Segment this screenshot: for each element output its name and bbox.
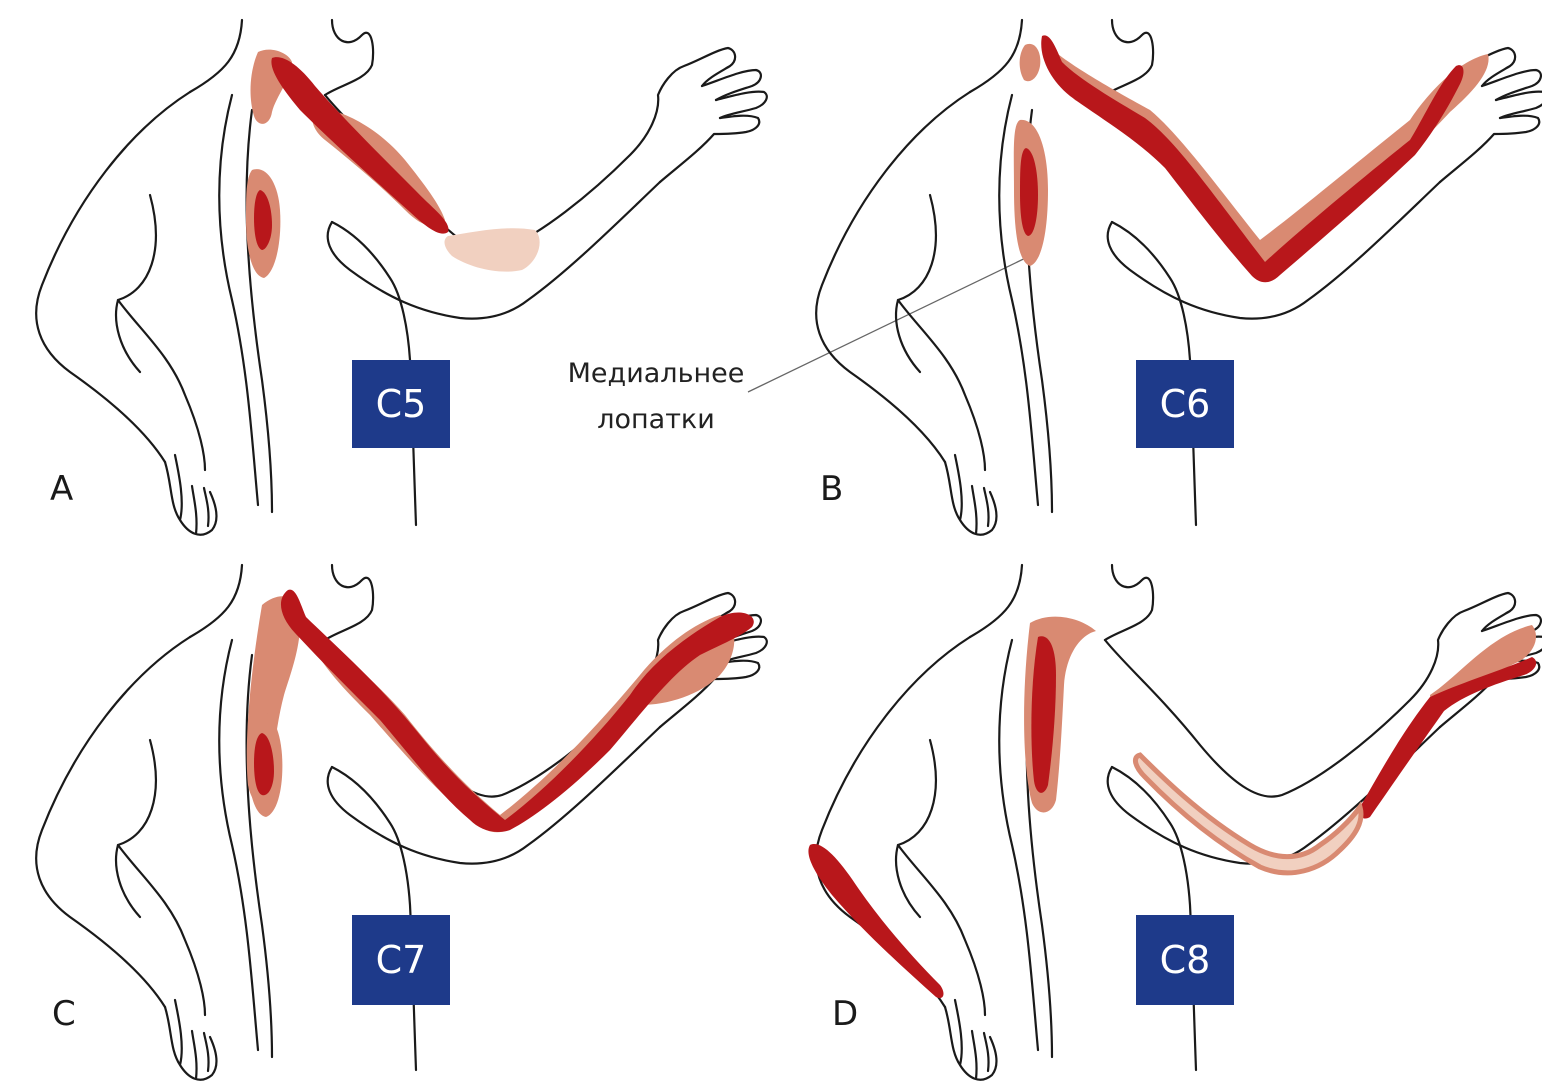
body-outline-a — [36, 20, 767, 535]
pain-region-dark-a-shoulder — [271, 57, 448, 233]
annotation-leader-line — [748, 253, 1036, 392]
annotation-line2: лопатки — [597, 404, 715, 435]
annotation-line1: Медиальнее — [568, 358, 745, 389]
panel-a: C5 A — [36, 20, 767, 535]
panel-letter-c: C — [52, 994, 76, 1034]
pain-region-light-c-arm — [300, 615, 734, 832]
pain-region-pale-d-forearm — [1135, 755, 1361, 873]
annotation-medial-scapula: Медиальнее лопатки — [568, 253, 1036, 435]
badge-c5-label: C5 — [376, 382, 427, 426]
panel-letter-b: B — [820, 469, 843, 509]
panel-letter-d: D — [832, 994, 858, 1034]
badge-c8-label: C8 — [1160, 938, 1211, 982]
panel-d: C8 D — [808, 565, 1542, 1080]
badge-c7-label: C7 — [376, 938, 427, 982]
pain-region-light-b-neck — [1020, 44, 1041, 81]
badge-c6-label: C6 — [1160, 382, 1211, 426]
pain-region-dark-d-forearm-left — [808, 844, 943, 998]
pain-region-pale-a-elbow — [445, 228, 540, 271]
panel-c: C7 C — [36, 565, 767, 1080]
panel-letter-a: A — [50, 469, 73, 509]
panel-b: C6 B — [816, 20, 1542, 535]
